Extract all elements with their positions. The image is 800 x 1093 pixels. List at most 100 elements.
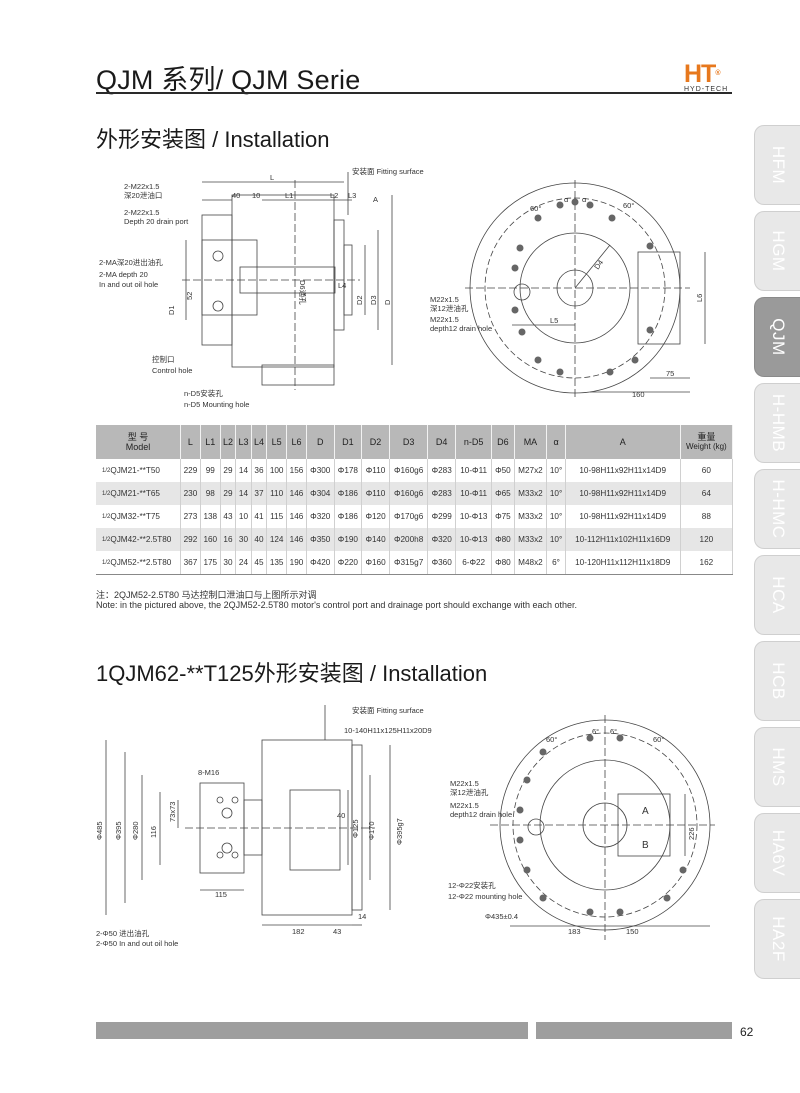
table-cell: 156	[286, 459, 307, 482]
table-cell: Φ160	[361, 551, 390, 575]
table-cell: 146	[286, 505, 307, 528]
logo-sub: HYD-TECH	[684, 86, 729, 93]
tab-hca[interactable]: HCA	[754, 555, 800, 635]
brand-logo: HT® HYD-TECH	[684, 62, 734, 94]
label-control-cn: 控制口	[152, 354, 175, 364]
table-cell: 6-Φ22	[455, 551, 493, 575]
angle-60-right: 60°	[623, 201, 634, 210]
table-cell: 273	[180, 505, 201, 528]
table-cell: Φ65	[491, 482, 515, 505]
col-D2: D2	[361, 425, 390, 459]
tab-hfm[interactable]: HFM	[754, 125, 800, 205]
dim-226: 226	[687, 827, 696, 840]
table-cell: 160	[200, 528, 221, 551]
table-cell: 100	[266, 459, 288, 482]
model-name: QJM21-**T65	[110, 489, 160, 498]
table-cell: 41	[251, 505, 268, 528]
col-nD5: n-D5	[455, 425, 493, 459]
tab-hcb[interactable]: HCB	[754, 641, 800, 721]
col-D4: D4	[427, 425, 456, 459]
dim-160: 160	[632, 390, 645, 399]
table-cell: 30	[235, 528, 252, 551]
table-cell: 10-Φ11	[455, 459, 493, 482]
table-cell: 16	[220, 528, 237, 551]
table-cell: Φ300	[306, 459, 335, 482]
dim-D: D	[383, 299, 392, 305]
table-cell: 10°	[546, 459, 566, 482]
dim-395: Φ395	[114, 822, 123, 841]
label-m22-cn2: 深20泄油口	[124, 190, 162, 200]
table-cell: Φ120	[361, 505, 390, 528]
table-cell: 29	[220, 459, 237, 482]
table-cell: 367	[180, 551, 201, 575]
tab-qjm[interactable]: QJM	[754, 297, 800, 377]
page-title: QJM 系列/ QJM Serie	[96, 65, 361, 95]
dim-L6: L6	[695, 294, 704, 302]
model-cell: 1/2QJM52-**2.5T80	[96, 551, 181, 575]
table-cell: 10-98H11x92H11x14D9	[565, 505, 681, 528]
table-cell: Φ50	[491, 459, 515, 482]
port-A: A	[642, 806, 649, 817]
table-cell: Φ350	[306, 528, 335, 551]
tab-label: HMS	[768, 747, 788, 787]
table-cell: Φ110	[361, 482, 390, 505]
table-cell: Φ420	[306, 551, 335, 575]
dim-170: Φ170	[367, 822, 376, 841]
table-cell: 14	[235, 482, 252, 505]
table-cell: Φ110	[361, 459, 390, 482]
motor2-body	[261, 739, 353, 916]
dim-L: L	[270, 173, 274, 182]
model-cell: 1/2QJM42-**2.5T80	[96, 528, 181, 551]
tab-label: QJM	[768, 318, 788, 356]
table-cell: Φ178	[334, 459, 363, 482]
tab-ha6v[interactable]: HA6V	[754, 813, 800, 893]
label-ma-en: 2-MA depth 20	[99, 270, 148, 279]
table-cell: Φ80	[491, 551, 515, 575]
table-cell: 10-120H11x112H11x18D9	[565, 551, 681, 575]
dim-40: 40	[232, 191, 240, 200]
table-cell: Φ283	[427, 482, 456, 505]
table-cell: 37	[251, 482, 268, 505]
tab-label: HCB	[768, 662, 788, 700]
table-cell: 10-98H11x92H11x14D9	[565, 482, 681, 505]
table-cell: 146	[286, 482, 307, 505]
tab-ha2f[interactable]: HA2F	[754, 899, 800, 979]
table-cell: 10°	[546, 482, 566, 505]
label-spline: 10-140H11x125H11x20D9	[344, 726, 432, 735]
dim-435: Φ435±0.4	[485, 912, 518, 921]
tab-h-hmb[interactable]: H-HMB	[754, 383, 800, 463]
table-cell: Φ140	[361, 528, 390, 551]
dim-D4: D4	[592, 258, 605, 271]
label-mount-cn: 12-Φ22安装孔	[448, 880, 496, 890]
table-cell: 88	[680, 505, 734, 528]
table-cell: Φ186	[334, 482, 363, 505]
label-m22-en: 2-M22x1.5	[124, 208, 159, 217]
model-cell: 1/2QJM21-**T65	[96, 482, 181, 505]
tab-hms[interactable]: HMS	[754, 727, 800, 807]
table-cell: 36	[251, 459, 268, 482]
table-cell: Φ75	[491, 505, 515, 528]
tab-h-hmc[interactable]: H-HMC	[754, 469, 800, 549]
tab-label: HCA	[768, 576, 788, 614]
tab-label: H-HMC	[768, 479, 788, 539]
dim-10: 10	[252, 191, 260, 200]
table-cell: 10-98H11x92H11x14D9	[565, 459, 681, 482]
table-cell: Φ186	[334, 505, 363, 528]
table-note-en: Note: in the pictured above, the 2QJM52-…	[96, 600, 578, 610]
footer-bar-left	[96, 1022, 528, 1039]
col-alpha: α	[546, 425, 566, 459]
label-mount-en: 12-Φ22 mounting hole	[448, 892, 522, 901]
table-cell: Φ360	[427, 551, 456, 575]
col-L4: L4	[251, 425, 268, 459]
tab-hgm[interactable]: HGM	[754, 211, 800, 291]
table-cell: Φ283	[427, 459, 456, 482]
installation2-title: 1QJM62-**T125外形安装图 / Installation	[96, 661, 488, 686]
dim-183: 183	[568, 927, 581, 936]
table-cell: Φ304	[306, 482, 335, 505]
table-cell: 175	[200, 551, 221, 575]
dim-75: 75	[666, 369, 674, 378]
